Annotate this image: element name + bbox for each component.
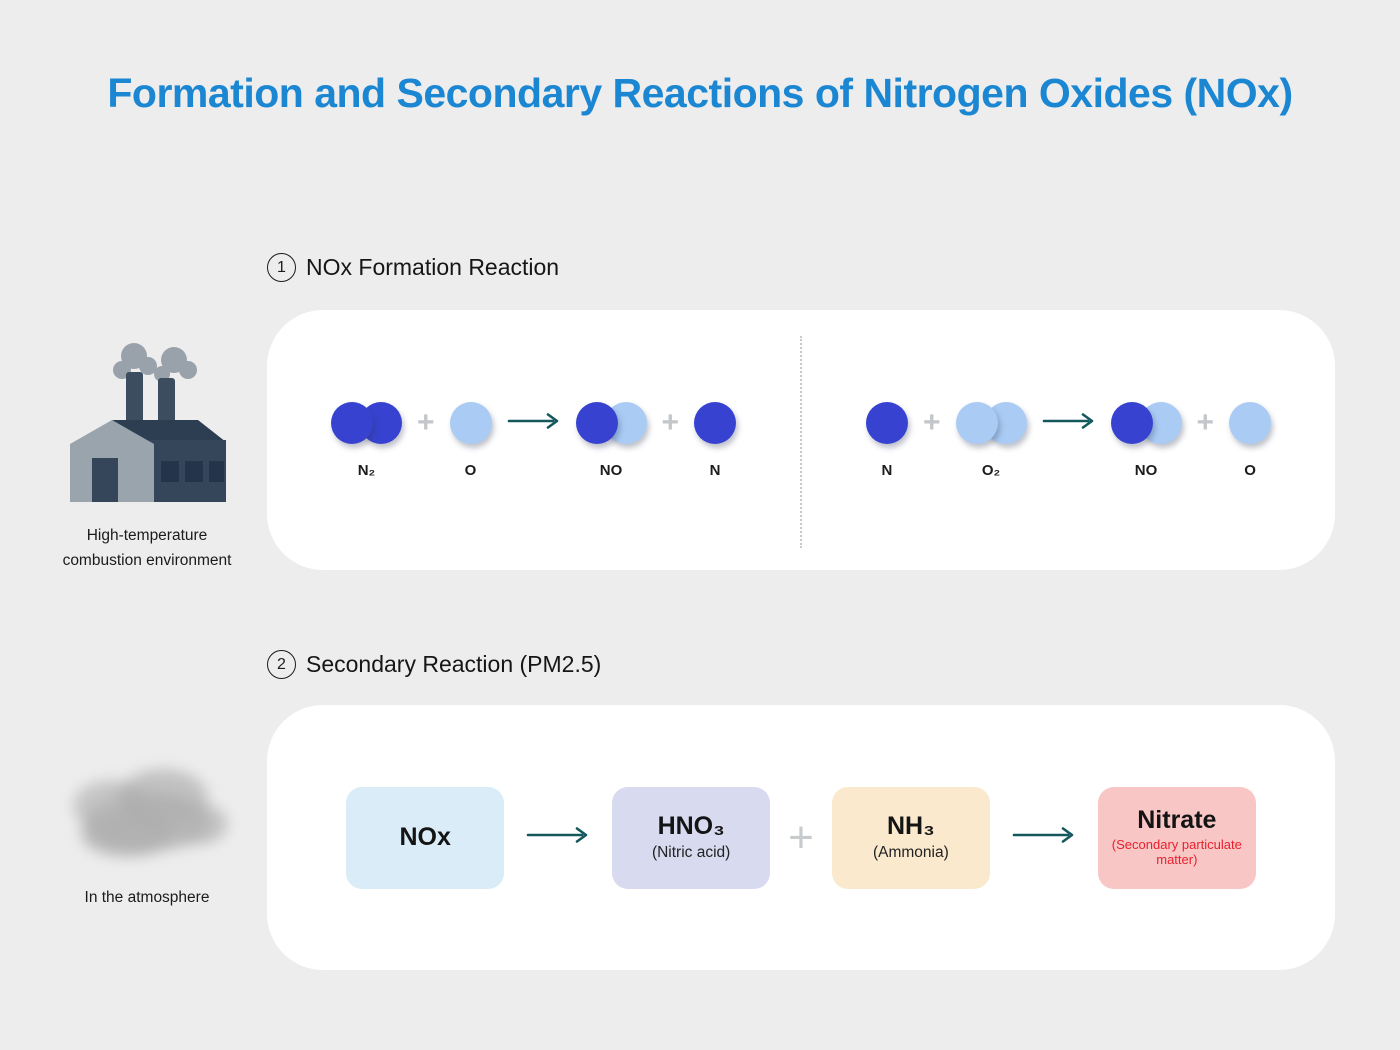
flow-box-nitrate: Nitrate(Secondary particulate matter) xyxy=(1097,786,1256,889)
flow-box-sub: (Nitric acid) xyxy=(651,844,731,862)
reaction-row: N₂ + O NO + N xyxy=(330,400,737,480)
term-symbol xyxy=(1110,400,1182,446)
plus-sign: + xyxy=(416,406,435,439)
term-symbol xyxy=(575,400,647,446)
molecule-label: N xyxy=(709,462,721,479)
section2-header: 2 Secondary Reaction (PM2.5) xyxy=(267,650,601,679)
atom-light xyxy=(1229,402,1272,444)
page-title: Formation and Secondary Reactions of Nit… xyxy=(107,70,1293,116)
plus-sign: + xyxy=(1196,406,1215,439)
atmosphere-block: In the atmosphere xyxy=(42,748,252,911)
term-symbol xyxy=(330,400,402,446)
section1-number-badge: 1 xyxy=(267,253,296,282)
section2-number-badge: 2 xyxy=(267,650,296,679)
molecule-N: N xyxy=(865,400,908,480)
term-symbol xyxy=(955,400,1027,446)
arrow-term xyxy=(1042,400,1096,480)
molecule-label: N₂ xyxy=(357,462,376,479)
plus-sign: + xyxy=(661,406,680,439)
plus-sign: + xyxy=(788,812,814,862)
section1-heading: NOx Formation Reaction xyxy=(306,254,560,280)
plus-term: + xyxy=(662,400,680,480)
arrow-icon xyxy=(507,412,561,435)
term-symbol xyxy=(449,400,492,446)
plus-term: + xyxy=(1197,400,1215,480)
plus-term: + xyxy=(923,400,941,480)
molecule-NO: NO xyxy=(575,400,647,480)
atom-dark xyxy=(330,402,373,444)
flow-box-main: NH₃ xyxy=(887,811,935,840)
molecule-NO: NO xyxy=(1110,400,1182,480)
flow-box-hno3: HNO₃ (Nitric acid) xyxy=(612,786,771,889)
molecule-label: NO xyxy=(599,462,623,479)
molecule-label: O xyxy=(464,462,477,479)
molecule-label: N xyxy=(881,462,893,479)
term-symbol: + xyxy=(923,400,941,446)
reaction-arrow-icon xyxy=(526,827,588,843)
term-symbol: + xyxy=(1197,400,1215,446)
term-symbol xyxy=(694,400,737,446)
flow-box-nox: NOx xyxy=(346,786,505,889)
plus-term: + xyxy=(417,400,435,480)
molecule-O₂: O₂ xyxy=(955,400,1027,480)
combustion-source-block: High-temperature combustion environment xyxy=(42,328,252,574)
term-symbol: + xyxy=(417,400,435,446)
atom-light xyxy=(449,402,492,444)
term-symbol xyxy=(865,400,908,446)
atmosphere-caption: In the atmosphere xyxy=(84,889,210,906)
molecule-O: O xyxy=(449,400,492,480)
reaction-arrow-icon xyxy=(507,412,558,429)
cloud-icon xyxy=(72,769,228,857)
molecule-label: NO xyxy=(1134,462,1158,479)
flow-box-nh3: NH₃ (Ammonia) xyxy=(831,786,990,889)
section2-heading: Secondary Reaction (PM2.5) xyxy=(306,651,602,677)
term-symbol xyxy=(1042,400,1096,446)
reaction-left-half: N₂ + O NO + N xyxy=(267,310,800,570)
molecule-O: O xyxy=(1229,400,1272,480)
molecule-N: N xyxy=(694,400,737,480)
arrow-icon xyxy=(526,826,590,849)
arrow-icon xyxy=(1042,412,1096,435)
atom-dark xyxy=(1110,402,1153,444)
section1-header: 1 NOx Formation Reaction xyxy=(267,253,559,282)
reaction-arrow-icon xyxy=(1042,412,1093,429)
reaction-row: N + O₂ NO + O xyxy=(865,400,1272,480)
dotted-divider xyxy=(800,336,802,548)
atom-dark xyxy=(575,402,618,444)
reaction-right-half: N + O₂ NO + O xyxy=(802,310,1335,570)
arrow-icon xyxy=(1012,826,1076,849)
molecule-label: O₂ xyxy=(981,462,1001,479)
flow-box-main: NOx xyxy=(399,822,451,851)
atom-dark xyxy=(865,402,908,444)
flow-box-sub: (Ammonia) xyxy=(872,844,949,862)
term-symbol xyxy=(1229,400,1272,446)
flow-box-main: HNO₃ xyxy=(657,811,725,840)
formation-reaction-card: N₂ + O NO + N N + O₂ NO + O xyxy=(267,310,1335,570)
factory-icon xyxy=(70,343,226,502)
plus-sign: + xyxy=(922,406,941,439)
molecule-N₂: N₂ xyxy=(330,400,402,480)
secondary-reaction-card: NOx HNO₃ (Nitric acid) + NH₃ (Ammonia) Nitra… xyxy=(267,705,1335,970)
atom-dark xyxy=(694,402,737,444)
flow-box-sub: (Secondary particulate matter) xyxy=(1111,836,1242,868)
flow-row: NOx HNO₃ (Nitric acid) + NH₃ (Ammonia) Nitra… xyxy=(346,786,1256,889)
term-symbol: + xyxy=(662,400,680,446)
atom-light xyxy=(955,402,998,444)
arrow-term xyxy=(507,400,561,480)
flow-box-main: Nitrate xyxy=(1137,806,1217,835)
term-symbol xyxy=(507,400,561,446)
reaction-arrow-icon xyxy=(1012,827,1074,843)
combustion-caption: High-temperature combustion environment xyxy=(62,527,232,569)
molecule-label: O xyxy=(1244,462,1256,479)
